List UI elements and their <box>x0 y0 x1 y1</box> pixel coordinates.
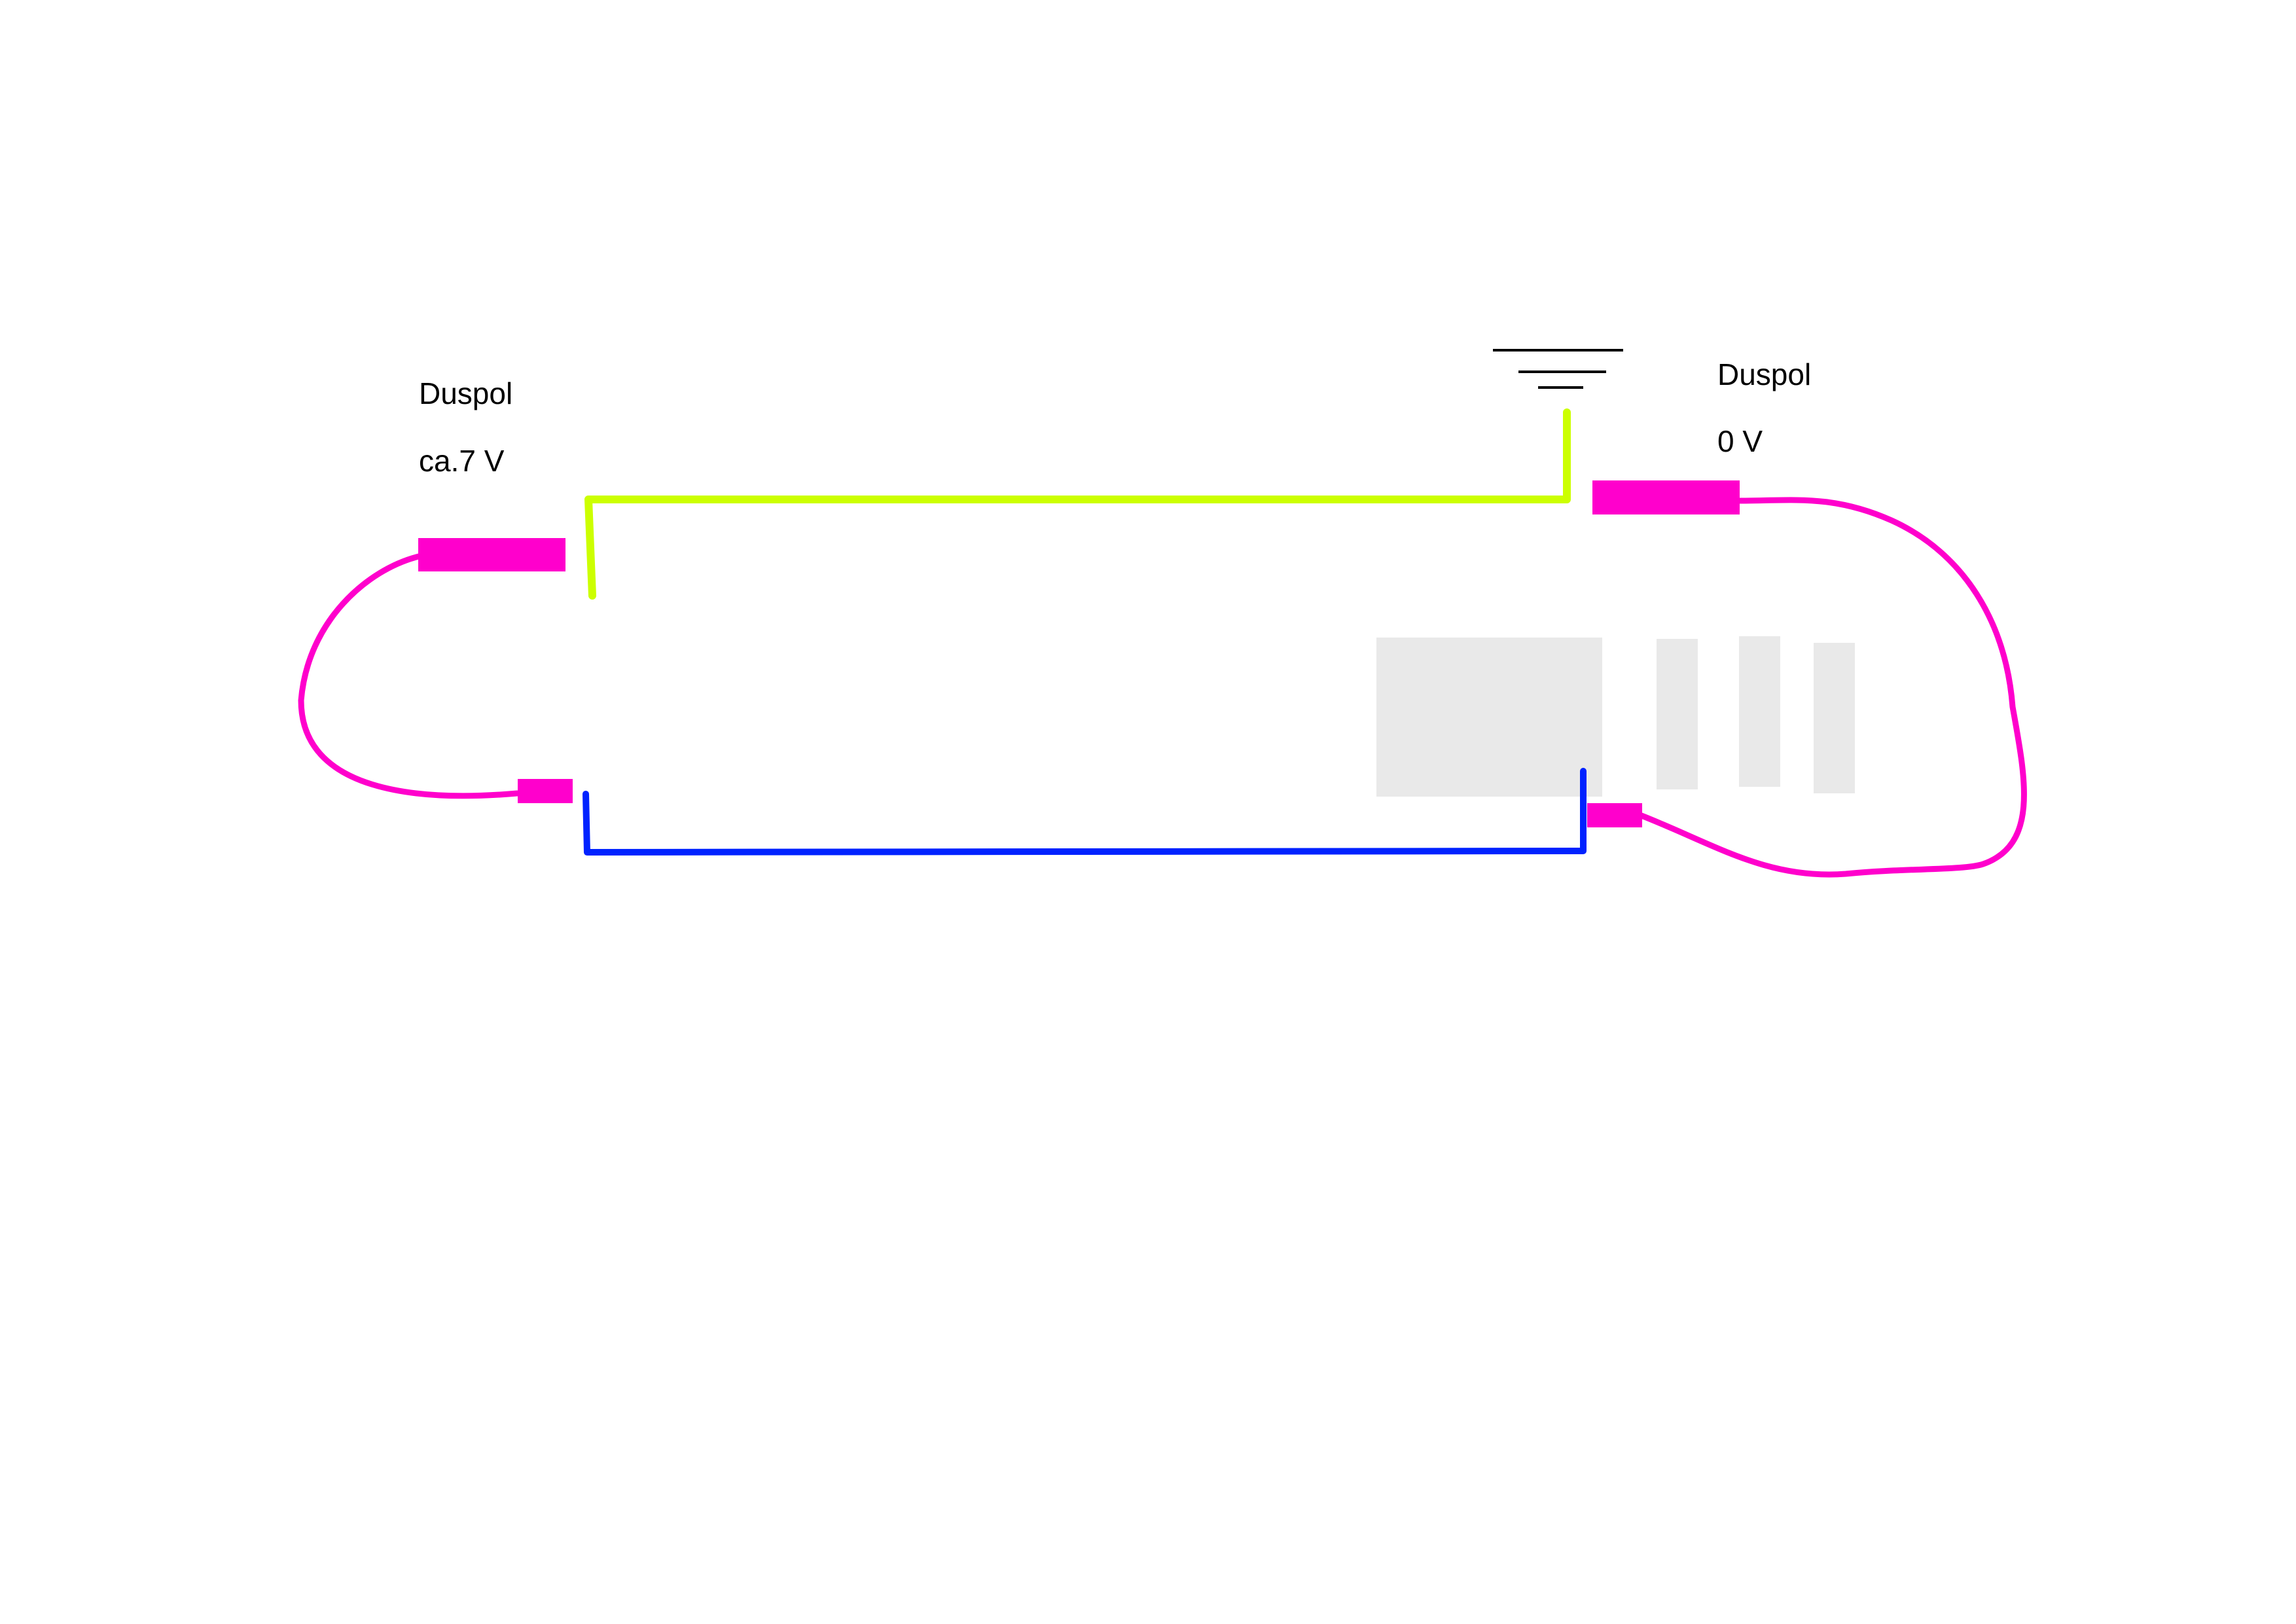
left-probe-voltage: ca.7 V <box>419 444 505 478</box>
left-probe-top-tip <box>418 538 565 571</box>
device-block-bar-2 <box>1739 636 1780 787</box>
wire-blue <box>583 768 1587 856</box>
device-block-bar-1 <box>1657 639 1698 789</box>
probes <box>418 480 1740 827</box>
right-probe-voltage: 0 V <box>1717 424 1763 458</box>
wire-yellow <box>584 408 1571 600</box>
right-probe-bottom-tip <box>1587 803 1642 827</box>
right-probe-title: Duspol <box>1717 357 1811 391</box>
device-block-large <box>1376 638 1602 797</box>
device-blocks <box>1376 636 1855 797</box>
left-probe-title: Duspol <box>419 376 512 410</box>
device-block-bar-3 <box>1814 643 1855 793</box>
ground-symbol <box>1493 349 1623 389</box>
right-probe-top-tip <box>1592 480 1740 514</box>
left-probe-cable <box>298 553 520 799</box>
left-probe-bottom-tip <box>518 779 573 803</box>
right-probe-cable <box>1638 497 2027 878</box>
